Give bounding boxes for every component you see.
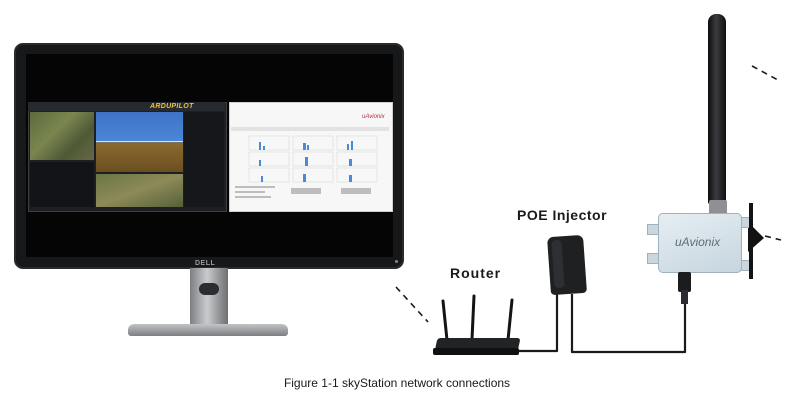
antenna-signal-dash-side — [764, 235, 782, 241]
antenna-signal-dash-top — [751, 65, 779, 81]
router-antenna-1 — [441, 299, 449, 342]
gcs-data-panel — [30, 162, 94, 207]
skystation-cable-gland-tip — [681, 290, 688, 304]
gcs-toolbar — [28, 102, 225, 111]
figure-caption: Figure 1-1 skyStation network connection… — [283, 376, 511, 390]
monitor-brand-logo: DELL — [195, 260, 216, 267]
uavionix-app-charts — [235, 135, 378, 198]
monitor-stand-neck — [190, 268, 228, 326]
router-antenna-2 — [470, 294, 476, 341]
poe-injector-label: POE Injector — [517, 207, 608, 223]
gcs-side-panel — [184, 112, 224, 207]
skystation-antenna — [708, 14, 726, 204]
uavionix-app-header-bar — [231, 127, 389, 131]
skystation-cable-gland — [678, 272, 691, 292]
poe-to-skystation-cable — [570, 294, 687, 354]
monitor-stand-base — [128, 324, 288, 336]
router-signal-dash — [395, 286, 429, 323]
ardupilot-logo: ARDUPILOT — [150, 103, 194, 110]
monitor-stand-cable-hole — [199, 283, 219, 295]
router-front-panel — [433, 348, 519, 355]
gcs-hud-display — [96, 112, 183, 172]
uavionix-app-brand: uAvionix — [362, 114, 385, 120]
router-label: Router — [450, 265, 502, 281]
router-antenna-3 — [506, 298, 514, 342]
skystation-side-antenna — [749, 203, 753, 279]
skystation-brand: uAvionix — [675, 235, 721, 249]
router-to-poe-cable — [517, 294, 559, 353]
gcs-map-view — [30, 112, 94, 160]
monitor-power-light — [395, 260, 398, 263]
gcs-minimap — [96, 174, 183, 207]
gcs-horizon-line — [96, 141, 183, 142]
skystation-enclosure — [658, 213, 742, 273]
